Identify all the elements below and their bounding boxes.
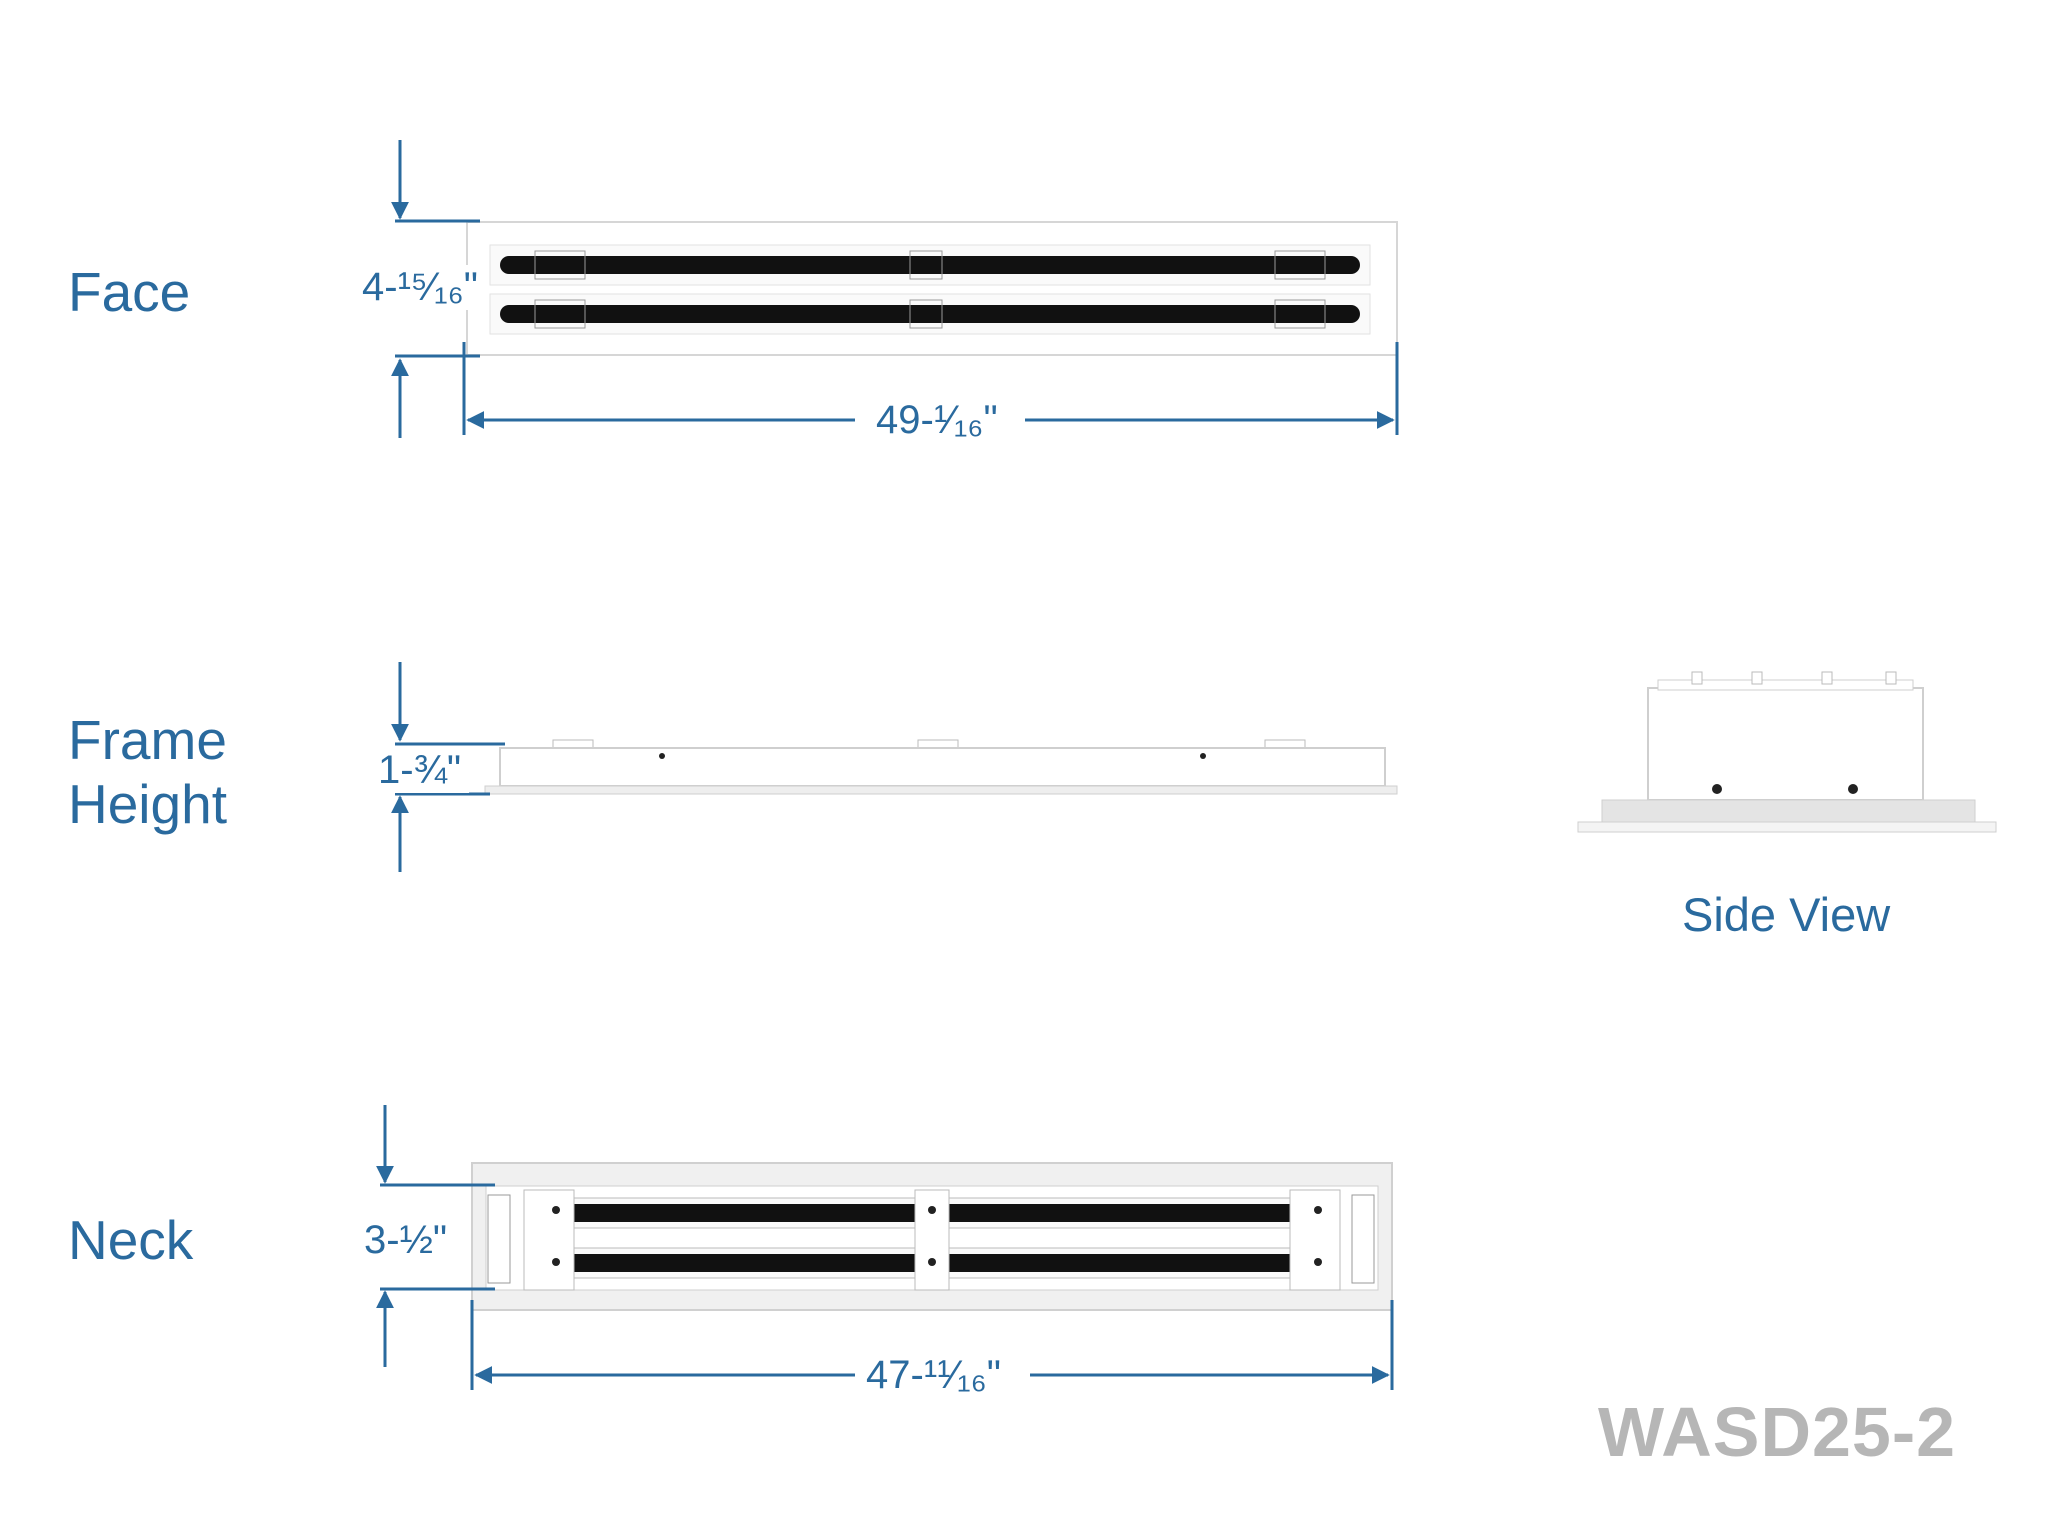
face-width-dimension: 49-¹⁄₁₆" (868, 398, 1006, 443)
neck-height-dimension: 3-½" (356, 1218, 456, 1263)
face-label: Face (68, 261, 191, 323)
frame-dimension-lines (391, 662, 505, 872)
neck-label: Neck (68, 1209, 194, 1271)
side-view-profile (1577, 671, 1997, 833)
face-diffuser (466, 221, 1398, 356)
frame-height-dimension: 1-¾" (370, 748, 470, 793)
model-number: WASD25-2 (1598, 1393, 1957, 1471)
face-height-dimension: 4-¹⁵⁄₁₆" (354, 265, 486, 310)
face-dimension-lines (391, 140, 1399, 438)
side-view-label: Side View (1682, 888, 1891, 941)
neck-diffuser (471, 1162, 1393, 1311)
frame-height-label: Frame Height (68, 709, 227, 836)
frame-side-profile (484, 739, 1398, 795)
neck-dimension-lines (376, 1105, 1394, 1390)
neck-width-dimension: 47-¹¹⁄₁₆" (858, 1353, 1009, 1398)
